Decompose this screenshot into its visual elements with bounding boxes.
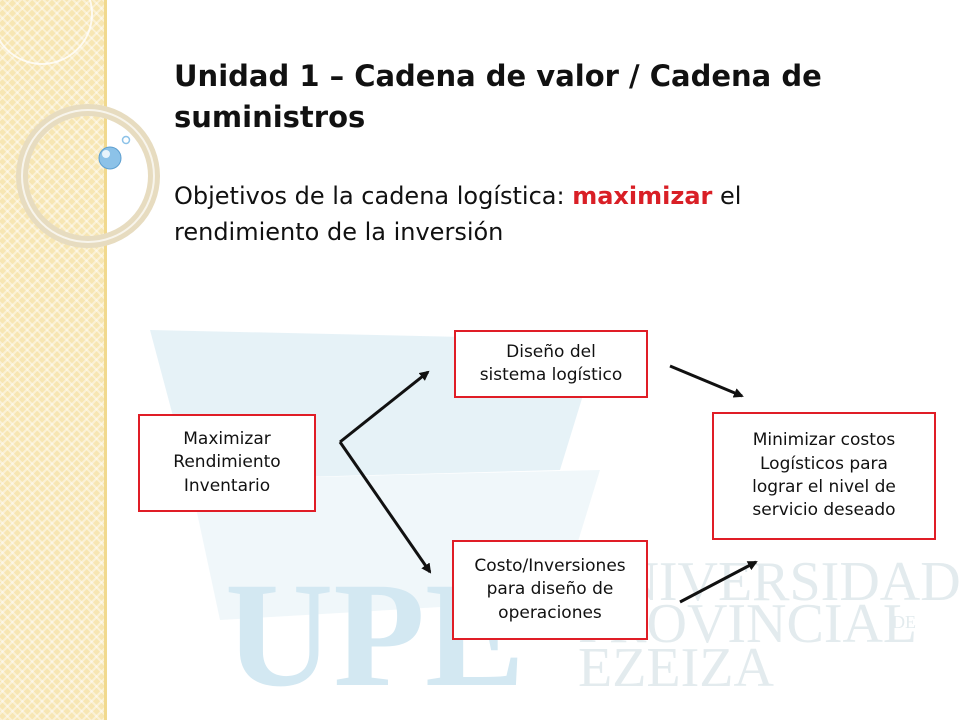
subtitle-prefix: Objetivos de la cadena logística: <box>174 182 573 210</box>
arrow-maximizar-to-diseno <box>339 370 430 444</box>
deco-bubble-small <box>121 135 131 145</box>
node-minimizar: Minimizar costos Logísticos para lograr … <box>712 412 936 540</box>
arrow-diseno-to-minimizar <box>669 364 744 398</box>
slide-subtitle: Objetivos de la cadena logística: maximi… <box>174 178 874 250</box>
node-minimizar-label: Minimizar costos Logísticos para lograr … <box>752 430 896 521</box>
node-diseno-label: Diseño del sistema logístico <box>479 341 623 385</box>
deco-ring-outer-highlight <box>21 109 155 243</box>
node-costo-label: Costo/Inversiones para diseño de operaci… <box>474 555 626 623</box>
decorative-circles <box>0 0 160 248</box>
arrow-costo-to-minimizar <box>679 560 758 604</box>
deco-ring-top <box>0 0 93 65</box>
node-costo: Costo/Inversiones para diseño de operaci… <box>452 540 648 640</box>
watermark-line3: EZEIZA <box>578 637 774 699</box>
subtitle-suffix: el rendimiento de la inversión <box>174 182 742 246</box>
slide-title: Unidad 1 – Cadena de valor / Cadena de s… <box>174 59 822 134</box>
node-maximizar-label: Maximizar Rendimiento Inventario <box>173 428 281 496</box>
subtitle-highlight: maximizar <box>572 182 713 210</box>
deco-bubble-shine <box>102 150 110 158</box>
side-band-edge <box>104 0 107 720</box>
node-diseno: Diseño del sistema logístico <box>454 330 648 398</box>
node-maximizar: Maximizar Rendimiento Inventario <box>138 414 316 512</box>
watermark-line2-small: DE <box>892 612 916 632</box>
arrow-maximizar-to-costo <box>338 441 432 574</box>
